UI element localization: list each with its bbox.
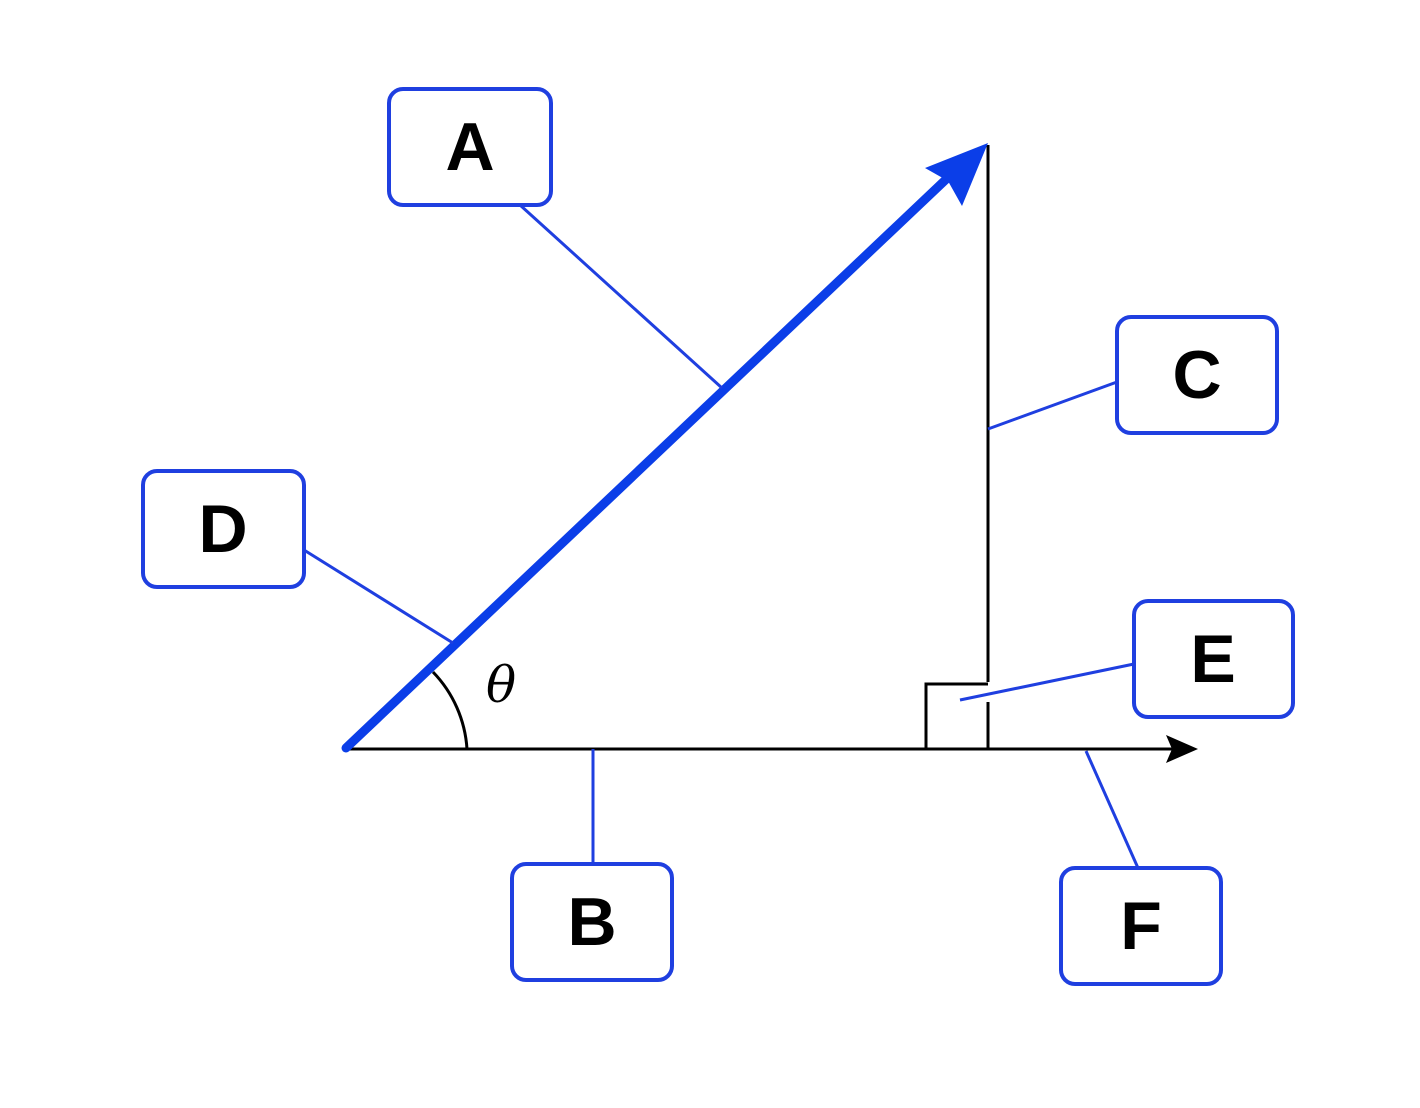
axis-arrowhead bbox=[1166, 735, 1198, 763]
theta-label: θ bbox=[486, 656, 516, 714]
callout-e: E bbox=[1132, 599, 1295, 719]
leader-line-e bbox=[959, 662, 1135, 702]
callout-a-label: A bbox=[445, 109, 494, 185]
callout-d: D bbox=[141, 469, 306, 589]
callout-b: B bbox=[510, 862, 674, 982]
vector-arrowhead bbox=[925, 143, 988, 206]
callout-f-label: F bbox=[1120, 888, 1162, 964]
leader-line-d bbox=[303, 548, 454, 645]
hypotenuse-vector bbox=[341, 163, 963, 753]
callout-c-label: C bbox=[1172, 337, 1221, 413]
callout-c: C bbox=[1115, 315, 1279, 435]
leader-line-c bbox=[987, 380, 1118, 431]
angle-arc bbox=[431, 670, 469, 750]
callout-d-label: D bbox=[198, 491, 247, 567]
callout-a: A bbox=[387, 87, 553, 207]
callout-e-label: E bbox=[1190, 621, 1235, 697]
leader-line-f bbox=[1084, 750, 1140, 869]
leader-line-a bbox=[518, 203, 724, 390]
callout-f: F bbox=[1059, 866, 1223, 986]
right-angle-marker bbox=[924, 682, 988, 749]
callout-b-label: B bbox=[567, 884, 616, 960]
